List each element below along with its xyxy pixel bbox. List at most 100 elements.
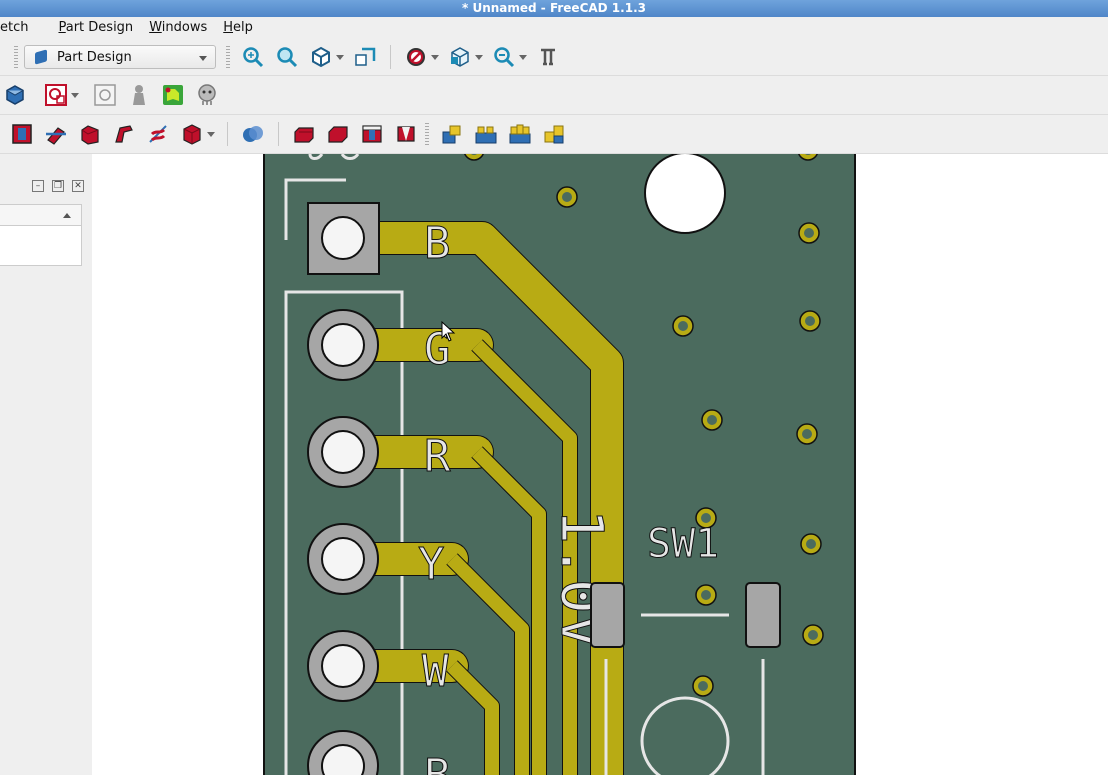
create-body-button[interactable]	[3, 83, 27, 107]
tree-header[interactable]	[0, 204, 82, 226]
workbench-selector[interactable]: Part Design	[24, 45, 216, 69]
pin-label-1: B	[424, 218, 451, 269]
toolbar-grip[interactable]	[425, 123, 429, 145]
boolean-icon	[243, 126, 263, 142]
menu-part-design-label: art Design	[65, 20, 134, 35]
chevron-down-icon	[199, 56, 207, 61]
measure-button[interactable]	[536, 45, 560, 69]
groove-button[interactable]	[360, 122, 384, 146]
menu-sketch-label: etch	[0, 20, 29, 35]
validate-sketch-button[interactable]	[93, 83, 117, 107]
shape-binder-icon	[133, 85, 145, 105]
isometric-view-button[interactable]	[309, 45, 333, 69]
additive-loft-icon	[81, 125, 99, 145]
shape-binder-button[interactable]	[127, 83, 151, 107]
toolbar-grip[interactable]	[14, 46, 18, 68]
switch-label: SW1	[647, 521, 719, 567]
chevron-down-icon[interactable]	[475, 54, 483, 60]
additive-pipe-button[interactable]	[112, 122, 136, 146]
model-tree[interactable]	[0, 226, 82, 266]
switch-pad-left	[590, 582, 625, 648]
menu-windows-label: indows	[161, 20, 208, 35]
hole-button[interactable]	[326, 122, 350, 146]
draw-style-button[interactable]	[353, 45, 377, 69]
multi-transform-button[interactable]	[542, 122, 566, 146]
additive-pipe-icon	[115, 125, 133, 143]
via-holes	[471, 154, 818, 691]
view-fit-all-icon	[243, 47, 264, 68]
pin-label-5: W	[422, 646, 449, 697]
view-menu-icon	[451, 47, 469, 67]
toolbar-part-design-features	[0, 115, 1108, 154]
hole-icon	[328, 126, 348, 143]
window-title: * Unnamed - FreeCAD 1.1.3	[462, 1, 646, 15]
pin-label-4: Y	[418, 539, 445, 590]
menu-windows[interactable]: Windows	[141, 17, 215, 39]
toolbar-separator	[227, 122, 228, 146]
toolbar-grip[interactable]	[226, 46, 230, 68]
isometric-view-icon	[312, 46, 330, 68]
pin-label-6: B	[424, 750, 451, 775]
validate-sketch-icon	[94, 84, 116, 106]
groove-icon	[362, 125, 382, 143]
pocket-icon	[294, 127, 314, 143]
switch-actuator-outline	[640, 696, 730, 775]
subtractive-loft-icon	[397, 126, 415, 142]
additive-loft-button[interactable]	[78, 122, 102, 146]
boolean-button[interactable]	[241, 122, 265, 146]
window-title-bar: * Unnamed - FreeCAD 1.1.3	[0, 0, 1108, 17]
create-sketch-icon	[45, 84, 67, 106]
clone-button[interactable]	[195, 83, 219, 107]
toolbar-workbench-view: Part Design	[0, 39, 1108, 76]
pocket-button[interactable]	[292, 122, 316, 146]
pad-button[interactable]	[10, 122, 34, 146]
workbench-selected: Part Design	[57, 49, 132, 65]
bounding-box-icon	[407, 48, 425, 66]
subshape-binder-icon	[163, 85, 183, 105]
linear-pattern-button[interactable]	[474, 122, 498, 146]
chevron-down-icon[interactable]	[519, 54, 527, 60]
additive-helix-button[interactable]	[146, 122, 170, 146]
zoom-button[interactable]	[492, 45, 516, 69]
copper-traces-thin	[447, 340, 577, 775]
collapse-icon[interactable]: –	[32, 180, 44, 192]
combo-view-panel: – ❐ ✕	[0, 154, 92, 775]
subshape-binder-button[interactable]	[161, 83, 185, 107]
view-menu-button[interactable]	[448, 45, 472, 69]
create-sketch-button[interactable]	[44, 83, 68, 107]
silkscreen-partial	[308, 154, 360, 160]
switch-pad-right	[745, 582, 781, 648]
menu-part-design-mnemonic: P	[58, 20, 66, 35]
chevron-down-icon[interactable]	[207, 131, 215, 137]
zoom-icon	[494, 47, 515, 68]
3d-viewport[interactable]: B G R Y W B 1.0V SW1	[92, 154, 1108, 775]
chevron-down-icon[interactable]	[336, 54, 344, 60]
bounding-box-button[interactable]	[404, 45, 428, 69]
polar-pattern-button[interactable]	[508, 122, 532, 146]
additive-primitive-button[interactable]	[180, 122, 204, 146]
linear-pattern-icon	[475, 126, 497, 144]
menu-sketch[interactable]: etch	[0, 17, 36, 39]
panel-title-buttons: – ❐ ✕	[32, 180, 84, 192]
pad-hole	[321, 216, 365, 260]
create-body-icon	[6, 85, 24, 105]
mirrored-icon	[442, 125, 461, 144]
subtractive-loft-button[interactable]	[394, 122, 418, 146]
view-fit-selection-button[interactable]	[275, 45, 299, 69]
polar-pattern-icon	[509, 124, 531, 144]
float-icon[interactable]: ❐	[52, 180, 64, 192]
mirrored-button[interactable]	[440, 122, 464, 146]
menu-bar: etch Part Design Windows Help	[0, 17, 1108, 39]
toolbar-part-design-helper	[0, 76, 1108, 115]
menu-help-label: elp	[233, 20, 253, 35]
chevron-down-icon[interactable]	[431, 54, 439, 60]
chevron-down-icon[interactable]	[71, 92, 79, 98]
menu-part-design[interactable]: Part Design	[50, 17, 141, 39]
part-design-icon	[35, 49, 47, 65]
pin-pads	[307, 309, 379, 775]
view-fit-all-button[interactable]	[241, 45, 265, 69]
pin-labels: B G R Y W B	[418, 218, 452, 775]
close-icon[interactable]: ✕	[72, 180, 84, 192]
revolution-button[interactable]	[44, 122, 68, 146]
menu-help[interactable]: Help	[215, 17, 261, 39]
